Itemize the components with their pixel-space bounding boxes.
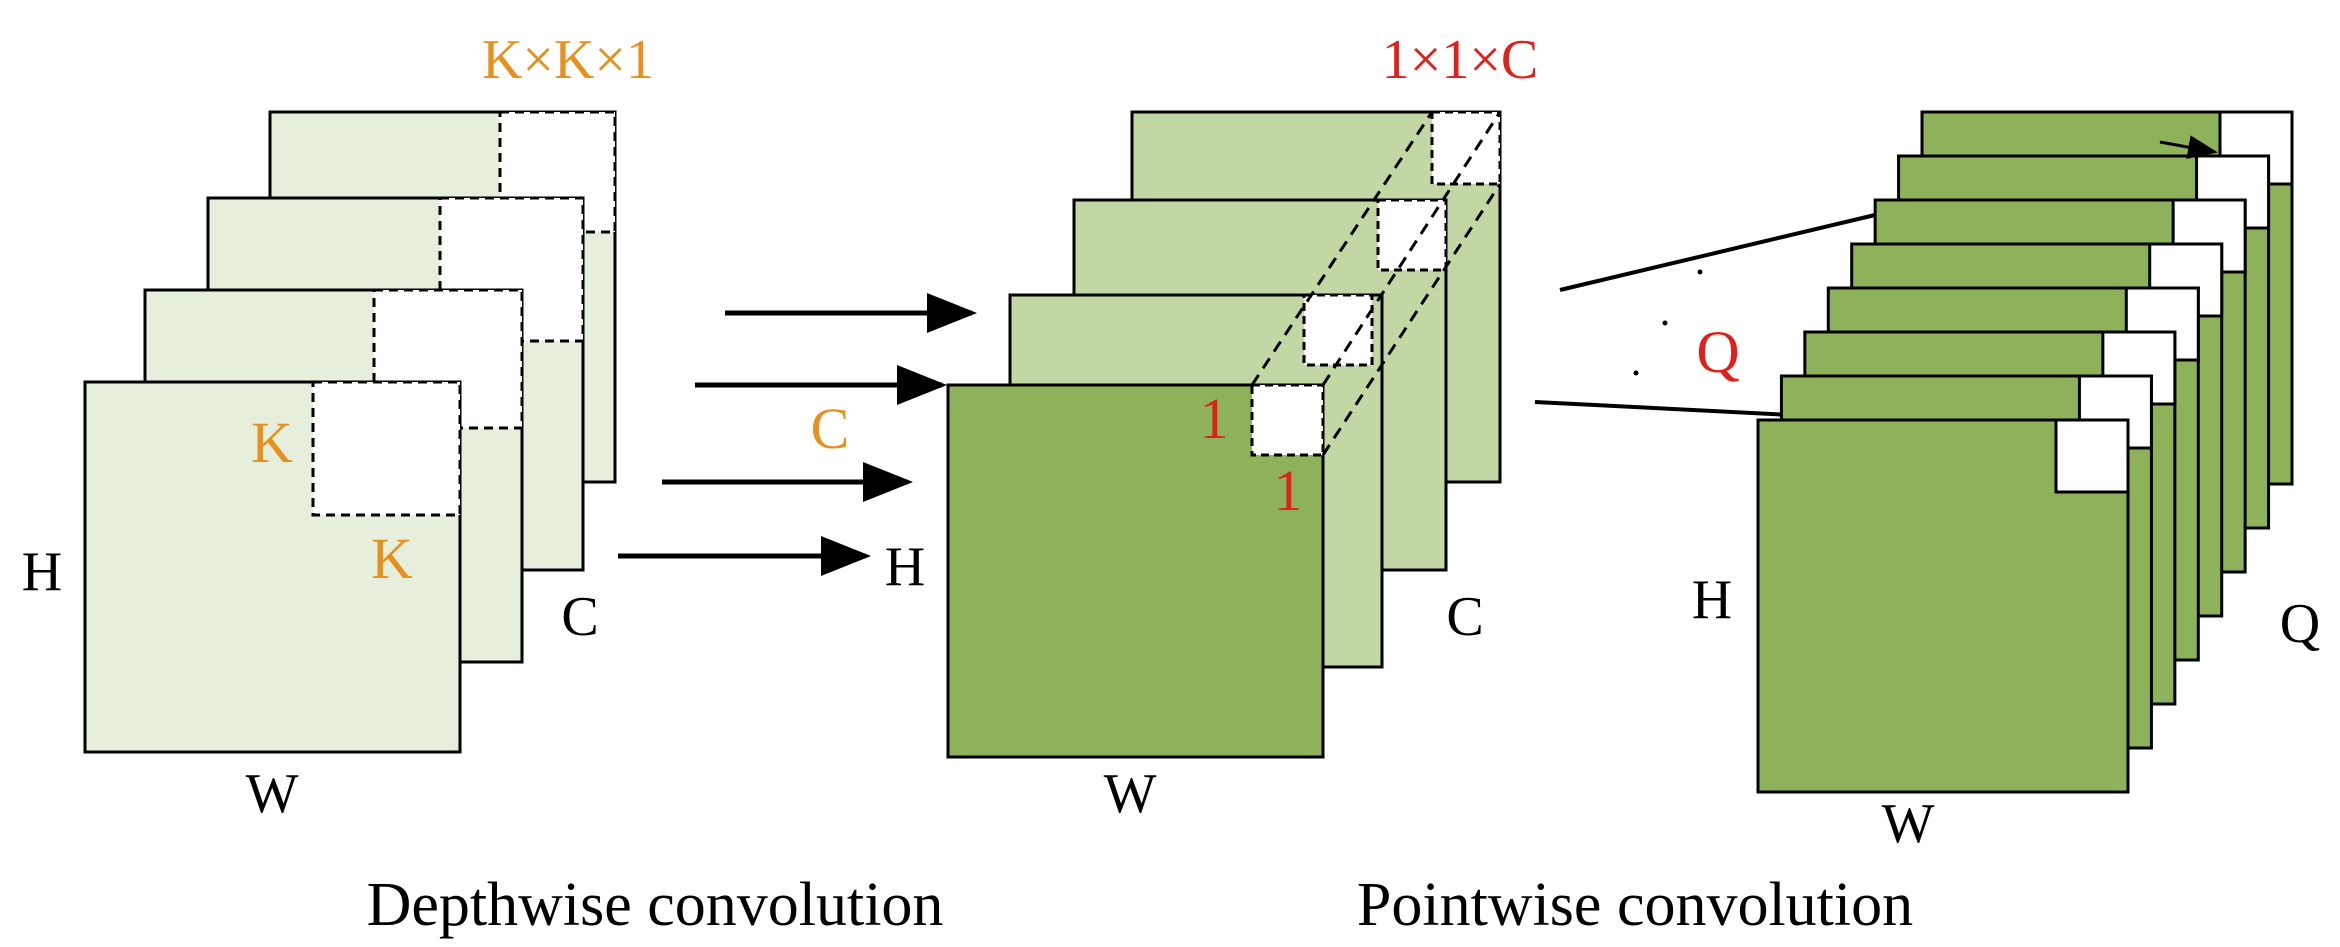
input-channels-label: C (811, 396, 850, 461)
depthwise-caption: Depthwise convolution (367, 871, 944, 939)
output-height-label: H (1692, 569, 1732, 631)
pointwise-kernel-1 (1250, 383, 1325, 457)
depthwise-kernel-label: K×K×1 (482, 29, 654, 91)
pointwise-stack (946, 110, 1502, 759)
channel-arrows (618, 293, 977, 576)
pointwise-kernel-2 (1302, 293, 1374, 367)
depthwise-kernel-1 (311, 380, 462, 517)
depthwise-width-label: W (246, 763, 299, 825)
output-top-arrow (2159, 135, 2218, 159)
depthwise-channels-label: C (561, 586, 598, 648)
output-pixel-1 (2054, 418, 2130, 494)
output-width-label: W (1882, 793, 1935, 855)
pointwise-kernel-label: 1×1×C (1382, 29, 1539, 91)
depthwise-height-label: H (22, 541, 62, 603)
pointwise-channels-label: C (1446, 586, 1483, 648)
depthwise-k-horizontal-label: K (371, 526, 413, 591)
output-filters-label: Q (1696, 319, 1739, 385)
pointwise-width-label: W (1104, 763, 1157, 825)
depthwise-k-vertical-label: K (251, 410, 293, 475)
pointwise-one-vertical-label: 1 (1200, 386, 1229, 451)
pointwise-height-label: H (885, 536, 925, 598)
pointwise-kernel-4 (1430, 110, 1502, 186)
depthwise-stack (83, 110, 617, 754)
output-channels-label: Q (2280, 593, 2320, 655)
pointwise-one-horizontal-label: 1 (1274, 458, 1303, 523)
output-stack (1756, 110, 2294, 794)
output-map-1 (1756, 418, 2130, 794)
pointwise-caption: Pointwise convolution (1357, 871, 1913, 939)
